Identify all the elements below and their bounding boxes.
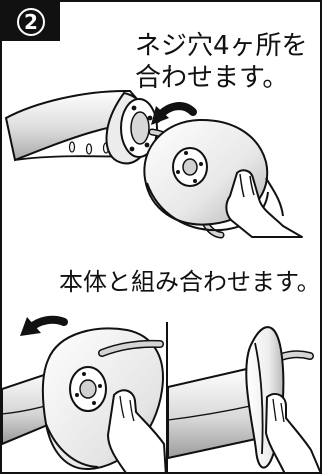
step-badge: 2 bbox=[2, 2, 60, 41]
top-assembly-illustration bbox=[4, 89, 303, 239]
rotation-arrow-icon bbox=[151, 102, 197, 125]
left-hand-holding-base-icon bbox=[107, 389, 167, 472]
step-number: 2 bbox=[17, 7, 45, 36]
illustration-divider bbox=[166, 322, 168, 472]
assembly-instruction: 本体と組み合わせます。 bbox=[59, 268, 321, 296]
right-hand-holding-base-icon bbox=[265, 393, 320, 472]
instruction-line-1: ネジ穴4ヶ所を bbox=[135, 31, 308, 61]
bottom-left-assembly-illustration bbox=[2, 315, 167, 472]
left-cable-illustration bbox=[98, 339, 164, 357]
stand-pole-illustration bbox=[4, 89, 159, 165]
bottom-right-assembly-illustration bbox=[167, 326, 320, 472]
left-rotation-arrow-icon bbox=[20, 315, 68, 336]
screw-hole-instruction: ネジ穴4ヶ所を 合わせます。 bbox=[135, 30, 320, 94]
hand-holding-base-icon bbox=[225, 169, 303, 238]
instruction-line-2: 合わせます。 bbox=[135, 63, 289, 93]
